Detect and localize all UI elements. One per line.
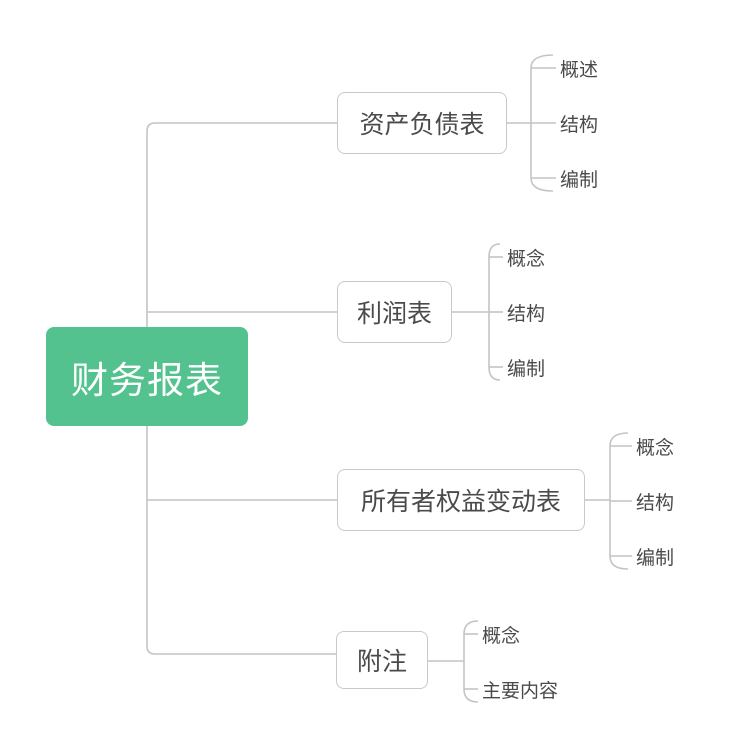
leaf-node-equity-statement-preparation[interactable]: 编制: [636, 542, 674, 570]
leaf-node-label: 编制: [507, 358, 546, 380]
branch-node-label: 附注: [356, 648, 407, 676]
leaf-node-income-statement-preparation[interactable]: 编制: [507, 353, 545, 381]
branch-2-bracket: [488, 243, 501, 381]
branch-node-notes[interactable]: 附注: [336, 631, 428, 689]
leaf-node-balance-sheet-structure[interactable]: 结构: [560, 109, 598, 137]
root-node-label: 财务报表: [71, 359, 223, 401]
leaf-node-balance-sheet-overview[interactable]: 概述: [560, 54, 598, 82]
trunk-branch-4: [146, 645, 336, 655]
leaf-node-label: 概念: [636, 437, 675, 459]
leaf-node-label: 编制: [636, 547, 675, 569]
branch-1-bracket: [530, 54, 554, 192]
branch-node-label: 所有者权益变动表: [360, 488, 561, 516]
leaf-node-label: 概述: [560, 59, 599, 81]
branch-3-bracket: [609, 432, 629, 570]
leaf-node-balance-sheet-preparation[interactable]: 编制: [560, 164, 598, 192]
leaf-node-label: 结构: [560, 114, 599, 136]
leaf-node-notes-main-content[interactable]: 主要内容: [482, 675, 558, 703]
leaf-node-income-statement-structure[interactable]: 结构: [507, 298, 545, 326]
branch-4-bracket: [463, 620, 479, 703]
leaf-node-label: 结构: [507, 303, 546, 325]
branch-node-label: 资产负债表: [359, 111, 485, 139]
leaf-node-label: 编制: [560, 169, 599, 191]
leaf-node-label: 概念: [482, 625, 521, 647]
branch-node-balance-sheet[interactable]: 资产负债表: [337, 92, 507, 154]
trunk-branch-1: [146, 122, 337, 132]
branch-node-equity-statement[interactable]: 所有者权益变动表: [337, 469, 585, 531]
leaf-node-label: 主要内容: [482, 680, 559, 702]
branch-node-income-statement[interactable]: 利润表: [337, 281, 452, 343]
leaf-node-label: 结构: [636, 492, 675, 514]
root-node[interactable]: 财务报表: [46, 327, 248, 426]
leaf-node-equity-statement-concept[interactable]: 概念: [636, 432, 674, 460]
leaf-node-label: 概念: [507, 248, 546, 270]
leaf-node-income-statement-concept[interactable]: 概念: [507, 243, 545, 271]
branch-node-label: 利润表: [356, 300, 432, 328]
leaf-node-equity-statement-structure[interactable]: 结构: [636, 487, 674, 515]
leaf-node-notes-concept[interactable]: 概念: [482, 620, 520, 648]
